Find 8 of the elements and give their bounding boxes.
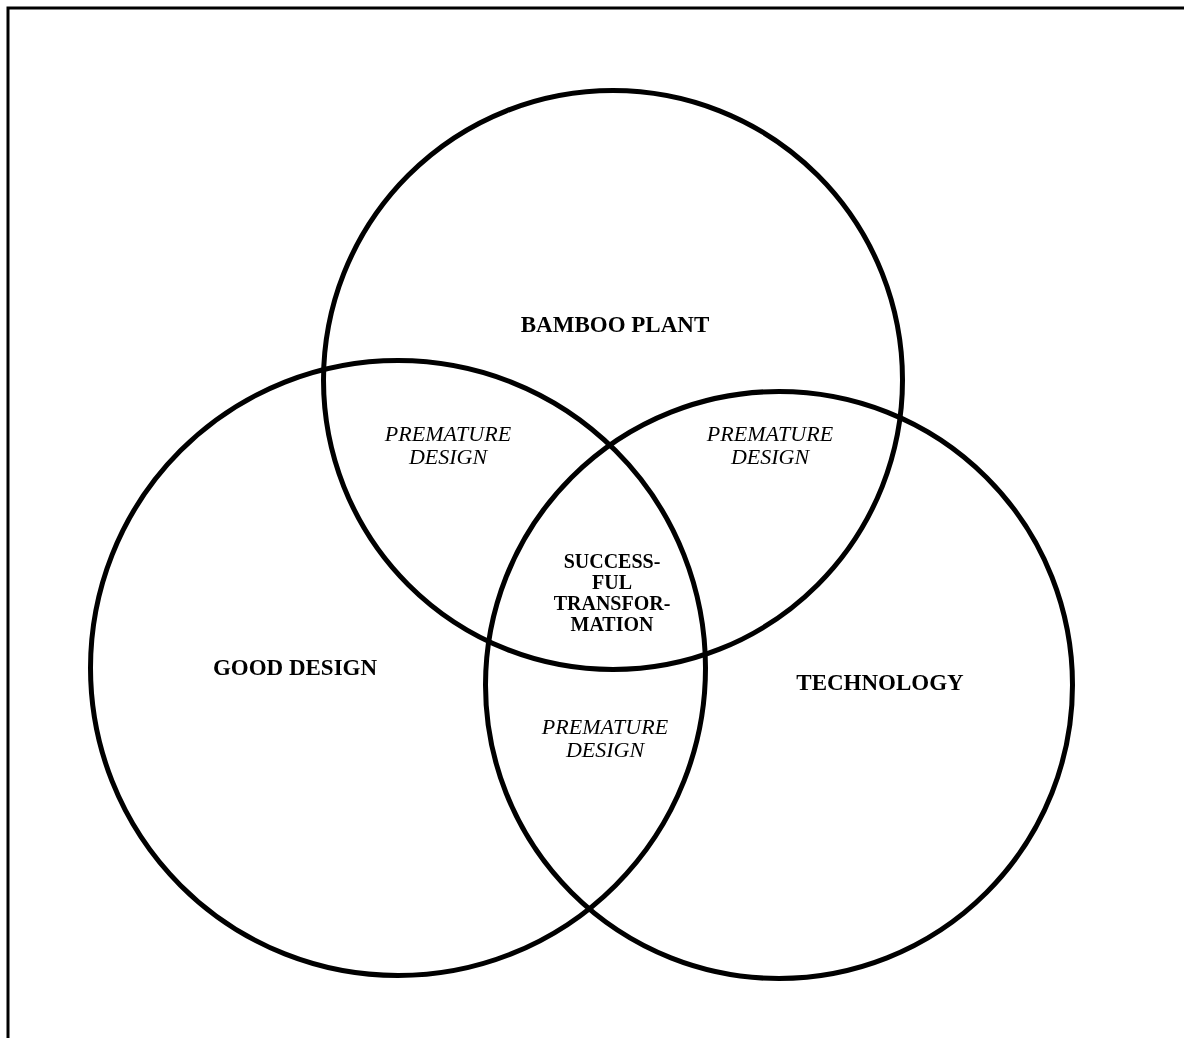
venn-circle	[88, 358, 708, 978]
overlap-label: PREMATURE DESIGN	[705, 421, 835, 469]
circle-label: GOOD DESIGN	[212, 655, 378, 681]
overlap-label: PREMATURE DESIGN	[540, 714, 670, 762]
circle-label: TECHNOLOGY	[796, 670, 964, 696]
overlap-label: PREMATURE DESIGN	[383, 421, 513, 469]
circle-label: BAMBOO PLANT	[520, 312, 710, 338]
overlap-label: SUCCESS- FUL TRANSFOR- MATION	[553, 551, 671, 635]
